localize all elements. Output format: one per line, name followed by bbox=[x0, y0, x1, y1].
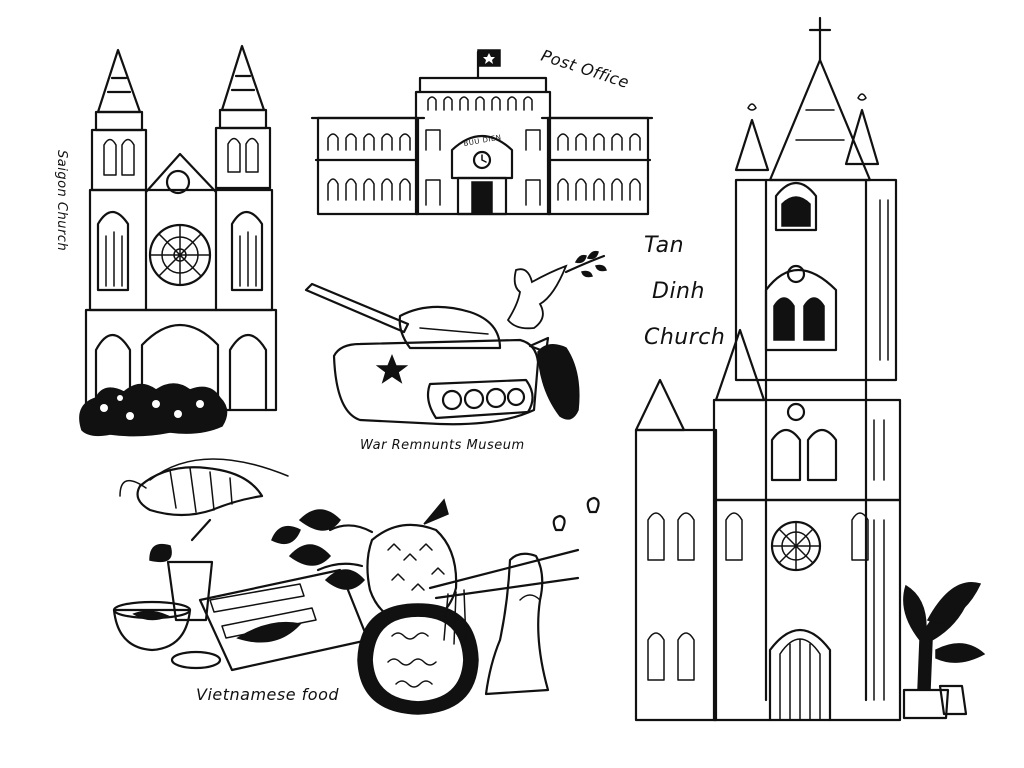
saigon-church-label: Saigon Church bbox=[54, 150, 69, 251]
post-office-drawing bbox=[310, 49, 654, 216]
vietnamese-food-drawing bbox=[112, 458, 600, 715]
war-museum-drawing bbox=[304, 250, 607, 426]
saigon-church-drawing bbox=[79, 44, 278, 437]
post-office-label: Post Office bbox=[539, 46, 632, 92]
tan-dinh-label-line1: Tan bbox=[644, 233, 684, 258]
tan-dinh-label-line3: Church bbox=[644, 325, 725, 350]
vietnamese-food-label: Vietnamese food bbox=[196, 685, 339, 704]
war-museum-label: War Remnunts Museum bbox=[360, 438, 525, 453]
tan-dinh-label-line2: Dinh bbox=[652, 279, 705, 304]
tan-dinh-church-drawing bbox=[634, 16, 986, 722]
